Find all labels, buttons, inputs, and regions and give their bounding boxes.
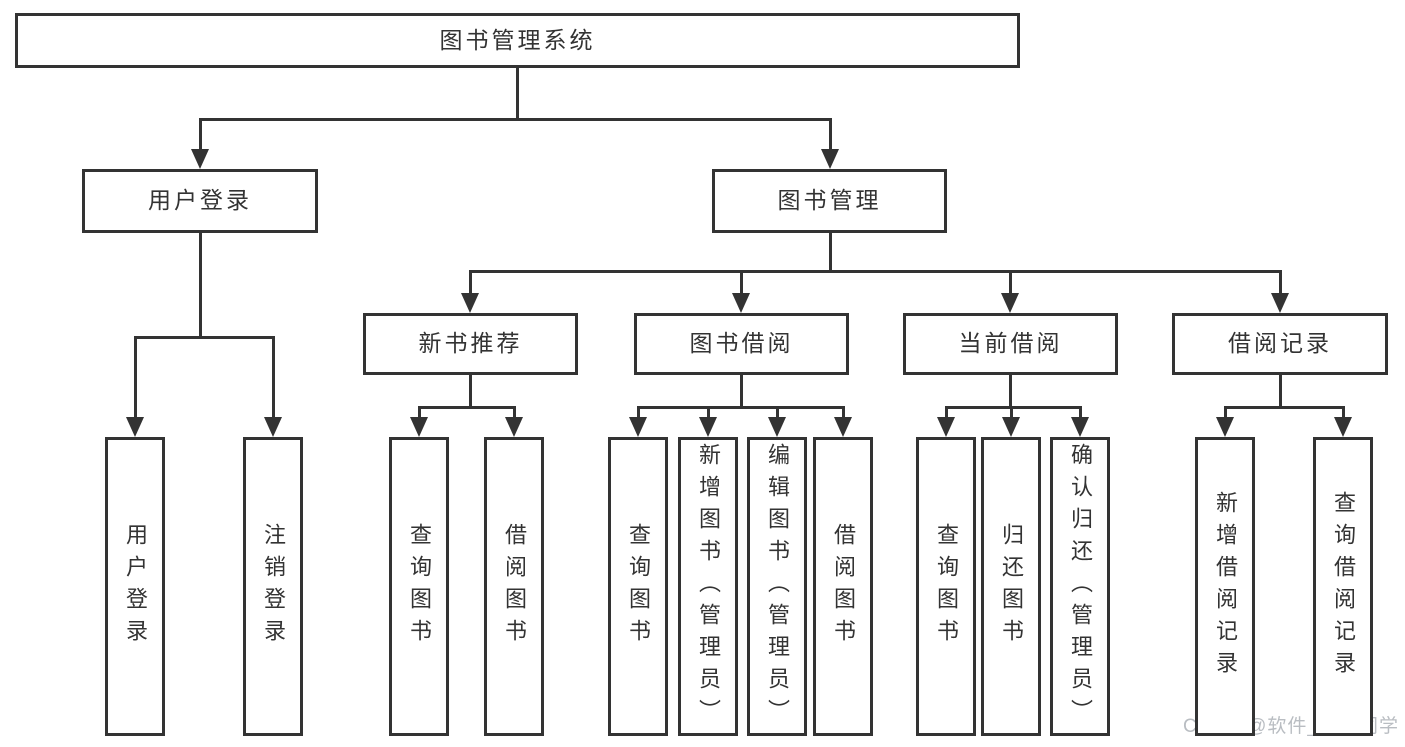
arrow-down-icon	[1071, 417, 1089, 437]
node-query-borrow-record: 查询借阅记录	[1313, 437, 1373, 736]
arrow-down-icon	[1216, 417, 1234, 437]
arrow-down-icon	[937, 417, 955, 437]
node-user-login-leaf: 用户登录	[105, 437, 165, 736]
connector-vline	[706, 407, 710, 418]
node-current-borrowing: 当前借阅	[903, 313, 1118, 375]
connector-vline	[417, 407, 421, 418]
arrow-down-icon	[821, 149, 839, 169]
node-query-books-recommend: 查询图书	[389, 437, 449, 736]
connector-vline	[1008, 271, 1012, 295]
connector-vline	[468, 375, 472, 409]
node-edit-books-admin: 编辑图书（管理员）	[747, 437, 807, 736]
node-borrow-books-recommend: 借阅图书	[484, 437, 544, 736]
connector-vline	[1278, 375, 1282, 409]
connector-vline	[944, 407, 948, 418]
connector-hline	[468, 269, 1282, 273]
connector-vline	[828, 119, 832, 151]
connector-vline	[739, 271, 743, 295]
arrow-down-icon	[1002, 417, 1020, 437]
connector-vline	[636, 407, 640, 418]
connector-hline	[133, 335, 275, 339]
node-book-management: 图书管理	[712, 169, 947, 233]
connector-vline	[468, 271, 472, 295]
node-query-books-current: 查询图书	[916, 437, 976, 736]
arrow-down-icon	[1271, 293, 1289, 313]
arrow-down-icon	[264, 417, 282, 437]
arrow-down-icon	[410, 417, 428, 437]
connector-hline	[1223, 405, 1345, 409]
node-return-books: 归还图书	[981, 437, 1041, 736]
connector-vline	[1278, 271, 1282, 295]
node-new-book-recommend: 新书推荐	[363, 313, 578, 375]
connector-vline	[1078, 407, 1082, 418]
connector-vline	[271, 336, 275, 418]
node-add-borrow-record: 新增借阅记录	[1195, 437, 1255, 736]
connector-hline	[198, 117, 832, 121]
node-borrowing-records: 借阅记录	[1172, 313, 1388, 375]
arrow-down-icon	[834, 417, 852, 437]
connector-vline	[1341, 407, 1345, 418]
node-confirm-return-admin: 确认归还（管理员）	[1050, 437, 1110, 736]
node-borrow-books-borrowing: 借阅图书	[813, 437, 873, 736]
connector-vline	[198, 119, 202, 151]
arrow-down-icon	[1001, 293, 1019, 313]
connector-hline	[944, 405, 1082, 409]
arrow-down-icon	[732, 293, 750, 313]
connector-vline	[1223, 407, 1227, 418]
connector-vline	[1008, 375, 1012, 409]
arrow-down-icon	[699, 417, 717, 437]
connector-vline	[828, 233, 832, 273]
node-add-books-admin: 新增图书（管理员）	[678, 437, 738, 736]
arrow-down-icon	[191, 149, 209, 169]
node-book-borrowing: 图书借阅	[634, 313, 849, 375]
connector-vline	[1009, 407, 1013, 418]
node-logout: 注销登录	[243, 437, 303, 736]
arrow-down-icon	[126, 417, 144, 437]
connector-vline	[198, 233, 202, 339]
arrow-down-icon	[461, 293, 479, 313]
arrow-down-icon	[1334, 417, 1352, 437]
connector-vline	[515, 66, 519, 120]
node-root: 图书管理系统	[15, 13, 1020, 68]
node-query-books-borrowing: 查询图书	[608, 437, 668, 736]
connector-vline	[512, 407, 516, 418]
connector-vline	[739, 375, 743, 409]
arrow-down-icon	[629, 417, 647, 437]
connector-hline	[417, 405, 516, 409]
arrow-down-icon	[505, 417, 523, 437]
connector-vline	[775, 407, 779, 418]
node-user-login: 用户登录	[82, 169, 318, 233]
connector-vline	[841, 407, 845, 418]
arrow-down-icon	[768, 417, 786, 437]
connector-vline	[133, 336, 137, 418]
